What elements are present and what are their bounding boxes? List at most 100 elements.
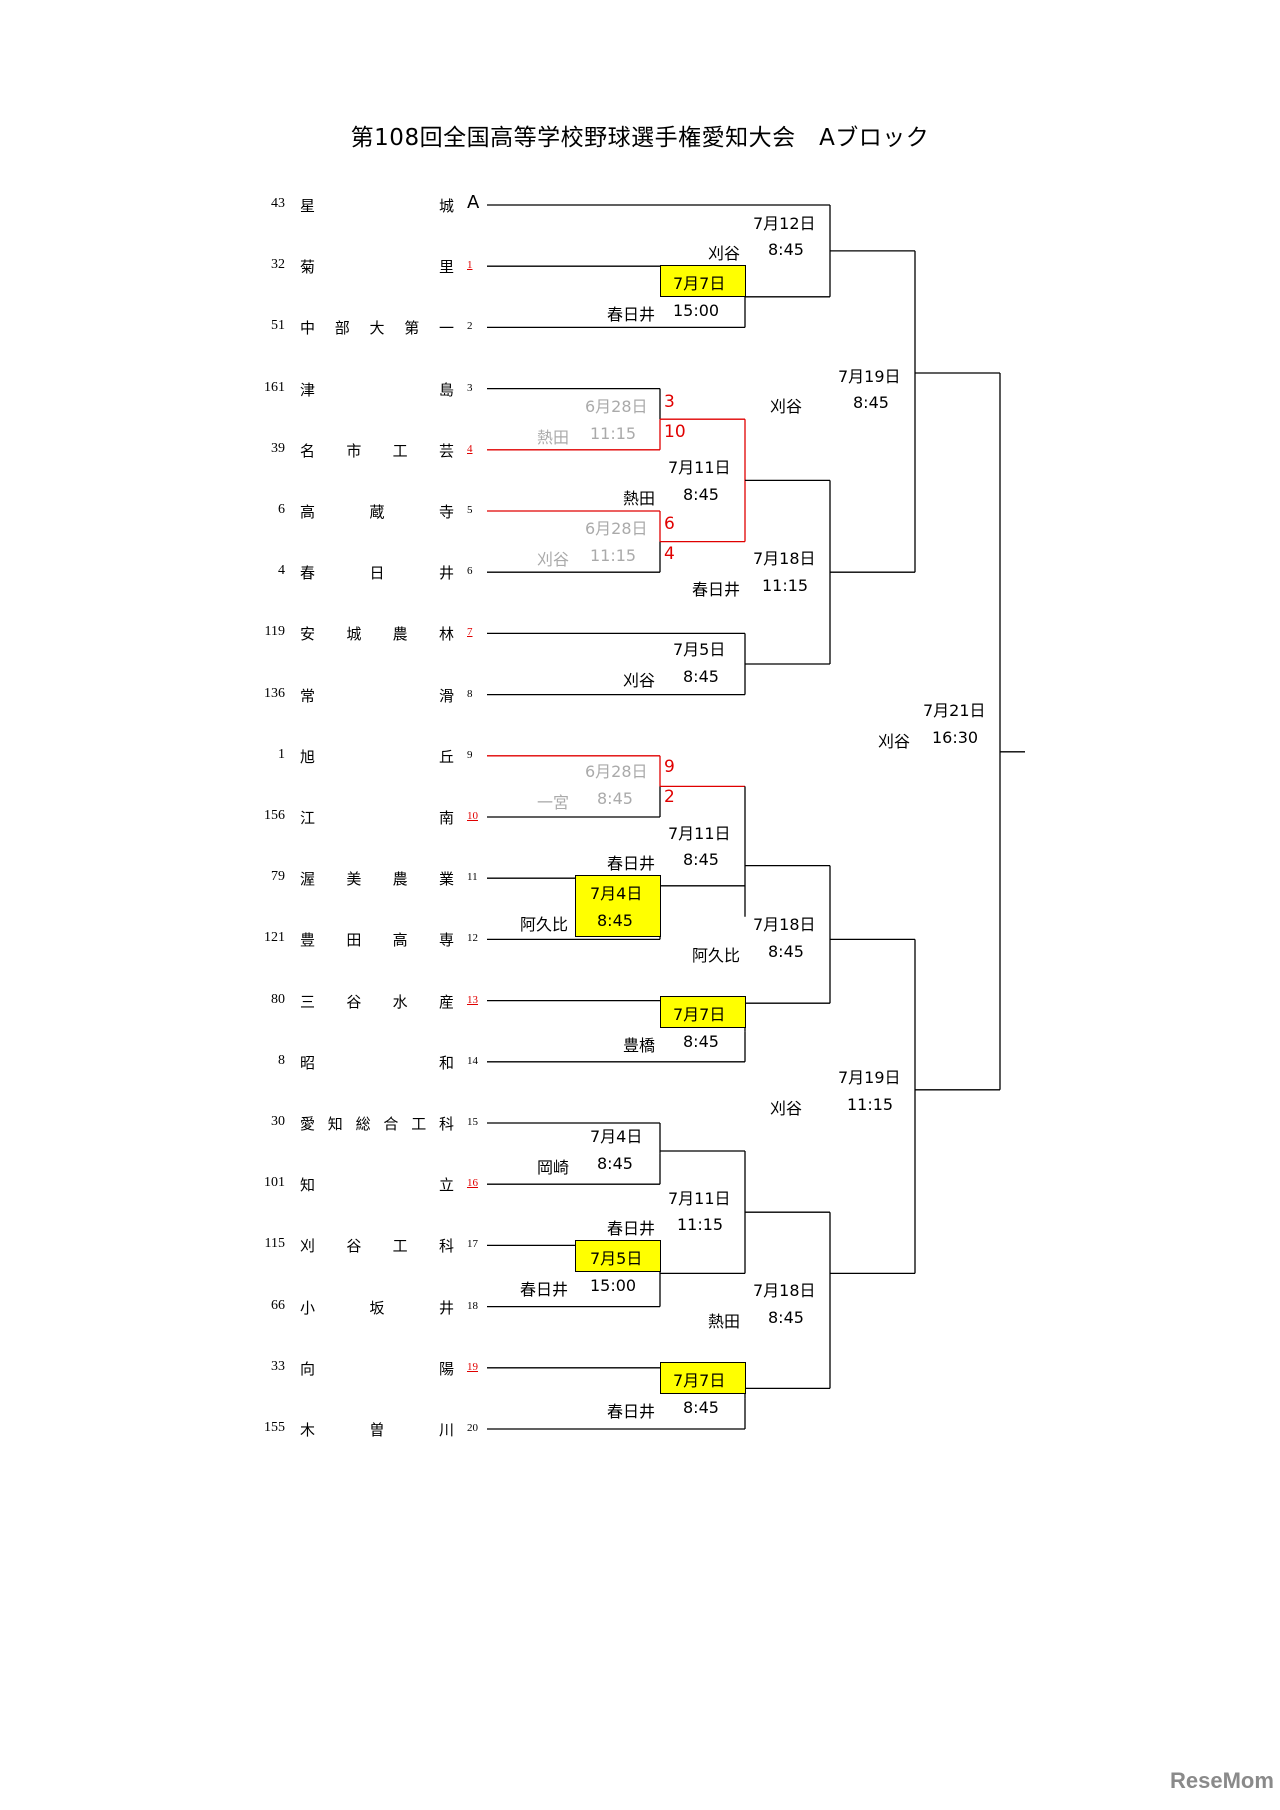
game-date: 7月11日 [668,824,731,843]
team-name: 小坂井 [300,1298,454,1317]
game-score: 3 [664,392,675,412]
team-name: 向陽 [300,1359,454,1378]
game-date: 6月28日 [585,762,648,781]
game-time: 8:45 [683,850,719,869]
game-time: 8:45 [597,789,633,808]
game-venue: 熱田 [537,428,570,447]
seed-number: 5 [467,504,473,516]
team-number: 39 [271,440,285,456]
game-date: 7月11日 [668,458,731,477]
game-venue: 阿久比 [520,915,569,934]
game-time: 8:45 [768,1308,804,1327]
team-number: 66 [271,1297,285,1313]
seed-number: 18 [467,1299,478,1312]
game-date: 7月5日 [673,640,726,659]
team-number: 8 [278,1052,285,1068]
game-score: 6 [664,514,675,534]
game-date: 7月7日 [673,1371,726,1390]
game-time: 15:00 [590,1276,637,1295]
team-name: 春日井 [300,564,454,583]
team-name: 菊里 [300,258,454,277]
team-name: 愛知総合工科 [300,1115,454,1133]
game-date: 7月7日 [673,1005,726,1024]
game-date: 7月4日 [590,1127,643,1146]
game-time: 8:45 [597,911,633,930]
team-number: 51 [271,318,285,334]
team-number: 136 [264,685,285,701]
team-name: 豊田高専 [300,931,454,950]
game-time: 8:45 [683,667,719,686]
game-venue: 刈谷 [770,397,803,416]
game-venue: 刈谷 [878,732,911,751]
seed-number: 9 [467,748,473,761]
team-name: 渥美農業 [300,870,454,889]
seed-number: 15 [467,1116,478,1128]
seed-number: 14 [467,1054,478,1067]
team-name: 刈谷工科 [300,1237,454,1256]
game-score: 9 [664,757,675,777]
seed-number: 16 [467,1177,478,1190]
team-name: 星城 [300,197,454,215]
team-number: 33 [271,1358,285,1374]
highlight-box [660,996,746,1028]
game-time: 8:45 [597,1154,633,1173]
game-date: 6月28日 [585,397,648,416]
game-time: 11:15 [847,1095,894,1114]
team-name: 旭丘 [300,747,454,766]
seed-number: 8 [467,687,473,700]
game-time: 11:15 [762,576,809,595]
team-name: 安城農林 [300,625,454,644]
game-score: 2 [664,787,675,807]
game-venue: 一宮 [537,793,570,812]
game-date: 7月19日 [838,367,901,386]
game-date: 7月12日 [753,214,816,233]
seed-number: 11 [467,871,478,884]
game-time: 8:45 [853,393,889,412]
game-venue: 春日井 [607,1402,656,1421]
team-number: 156 [264,808,285,823]
seed-number: A [467,192,480,213]
game-time: 8:45 [683,1398,719,1417]
game-time: 8:45 [683,1032,719,1051]
team-number: 1 [278,746,285,762]
game-date: 7月18日 [753,915,816,934]
game-time: 11:15 [677,1215,724,1234]
team-number: 4 [278,563,285,579]
game-score: 4 [664,544,675,564]
game-venue: 春日井 [607,854,656,873]
highlight-box [660,1362,746,1394]
team-name: 津島 [300,380,454,399]
team-number: 32 [271,257,285,273]
seed-number: 12 [467,932,478,945]
game-venue: 刈谷 [770,1099,803,1118]
team-number: 79 [271,869,285,885]
team-number: 80 [271,991,285,1007]
game-time: 8:45 [768,942,804,961]
team-number: 101 [264,1175,285,1191]
game-time: 16:30 [932,728,979,747]
team-number: 161 [264,379,285,395]
game-date: 7月5日 [590,1249,643,1268]
game-date: 7月21日 [923,701,986,720]
game-time: 8:45 [683,485,719,504]
seed-number: 20 [467,1422,478,1434]
game-time: 8:45 [768,240,804,259]
team-name: 中部大第一 [300,319,454,338]
seed-number: 19 [467,1360,478,1373]
page-title: 第108回全国高等学校野球選手権愛知大会 Aブロック [350,125,930,151]
game-venue: 岡崎 [537,1158,570,1177]
team-number: 119 [264,624,285,640]
game-time: 15:00 [673,301,720,320]
game-venue: 熱田 [708,1312,741,1331]
game-date: 7月4日 [590,884,643,903]
team-name: 常滑 [300,686,454,705]
seed-number: 13 [467,993,478,1006]
game-date: 7月18日 [753,549,816,568]
game-date: 7月19日 [838,1068,901,1087]
seed-number: 4 [467,442,473,455]
seed-number: 2 [467,320,473,333]
team-name: 高蔵寺 [300,503,454,521]
highlight-box [575,875,661,937]
game-venue: 刈谷 [537,550,570,569]
game-venue: 刈谷 [708,244,741,263]
